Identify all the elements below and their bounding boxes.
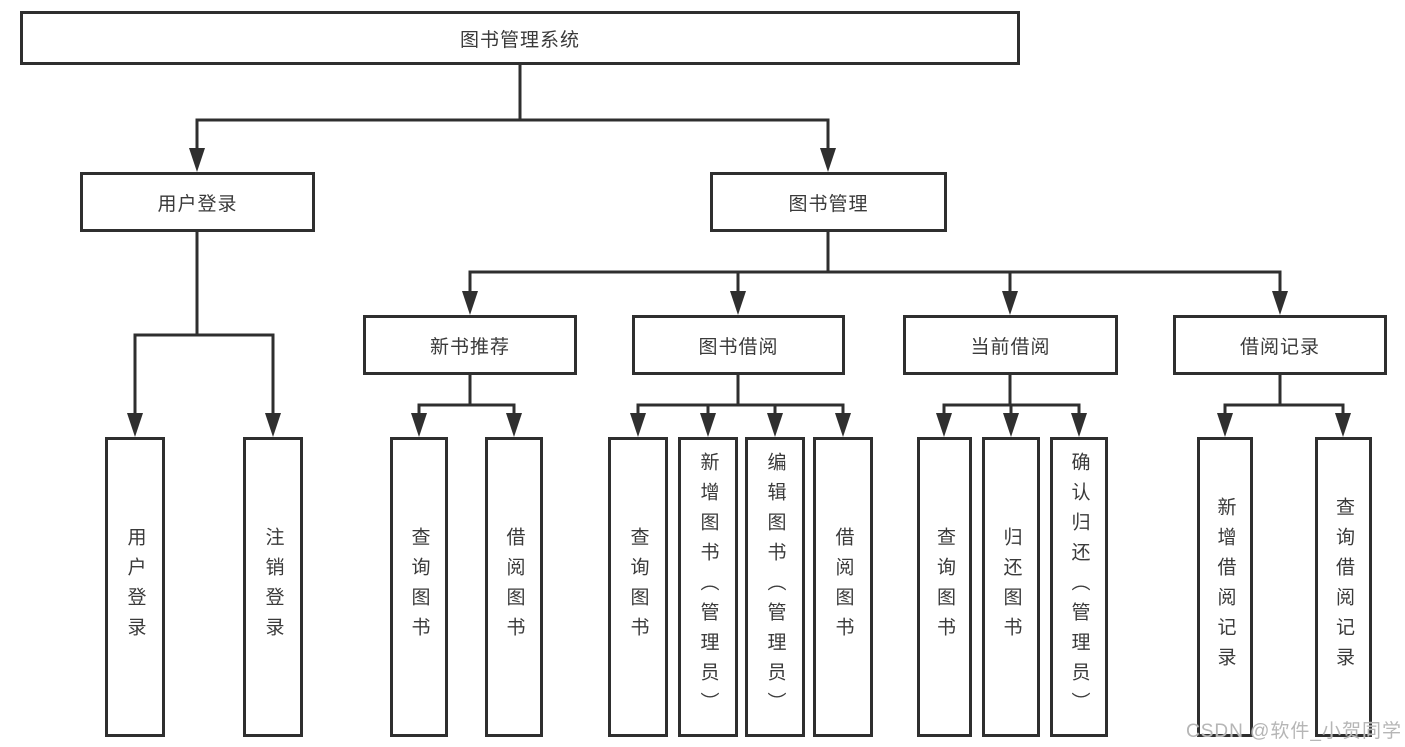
node-leaf-cb-confirm: 确认归还（管理员） xyxy=(1050,437,1108,737)
node-root: 图书管理系统 xyxy=(20,11,1020,65)
node-borrow-records: 借阅记录 xyxy=(1173,315,1387,375)
node-label-leaf-bb-query: 查询图书 xyxy=(627,527,649,647)
node-label-leaf-bb-add: 新增图书（管理员） xyxy=(697,452,719,722)
node-label-leaf-br-query: 查询借阅记录 xyxy=(1333,497,1354,677)
node-label-leaf-cb-query: 查询图书 xyxy=(934,527,955,647)
node-leaf-cb-return: 归还图书 xyxy=(982,437,1040,737)
node-label-book-borrow: 图书借阅 xyxy=(698,336,779,358)
node-label-borrow-records: 借阅记录 xyxy=(1239,336,1320,358)
node-label-root: 图书管理系统 xyxy=(459,29,580,51)
node-leaf-br-add: 新增借阅记录 xyxy=(1197,437,1253,737)
node-leaf-nb-borrow: 借阅图书 xyxy=(485,437,543,737)
node-leaf-bb-borrow: 借阅图书 xyxy=(813,437,873,737)
node-label-leaf-br-add: 新增借阅记录 xyxy=(1214,497,1236,677)
node-label-current-borrow: 当前借阅 xyxy=(970,336,1051,358)
node-label-leaf-nb-query: 查询图书 xyxy=(408,527,430,647)
node-leaf-user-login: 用户登录 xyxy=(105,437,165,737)
node-book-borrow: 图书借阅 xyxy=(632,315,845,375)
node-leaf-nb-query: 查询图书 xyxy=(390,437,448,737)
node-label-leaf-cb-confirm: 确认归还（管理员） xyxy=(1068,452,1090,722)
node-leaf-br-query: 查询借阅记录 xyxy=(1315,437,1372,737)
node-label-book-mgmt: 图书管理 xyxy=(788,193,869,215)
node-current-borrow: 当前借阅 xyxy=(903,315,1118,375)
node-label-leaf-logout: 注销登录 xyxy=(262,527,284,647)
node-leaf-bb-add: 新增图书（管理员） xyxy=(678,437,738,737)
node-label-leaf-nb-borrow: 借阅图书 xyxy=(503,527,525,647)
node-user-login: 用户登录 xyxy=(80,172,315,232)
node-leaf-bb-edit: 编辑图书（管理员） xyxy=(745,437,805,737)
node-new-book-rec: 新书推荐 xyxy=(363,315,577,375)
node-leaf-logout: 注销登录 xyxy=(243,437,303,737)
node-leaf-cb-query: 查询图书 xyxy=(917,437,972,737)
watermark: CSDN @软件_小贺同学 xyxy=(1186,721,1402,742)
node-leaf-bb-query: 查询图书 xyxy=(608,437,668,737)
node-label-leaf-user-login: 用户登录 xyxy=(124,527,146,647)
node-label-new-book-rec: 新书推荐 xyxy=(429,336,510,358)
node-book-mgmt: 图书管理 xyxy=(710,172,947,232)
node-label-leaf-bb-borrow: 借阅图书 xyxy=(832,527,854,647)
node-label-user-login: 用户登录 xyxy=(157,193,238,215)
node-label-leaf-cb-return: 归还图书 xyxy=(1000,527,1022,647)
node-label-leaf-bb-edit: 编辑图书（管理员） xyxy=(764,452,786,722)
